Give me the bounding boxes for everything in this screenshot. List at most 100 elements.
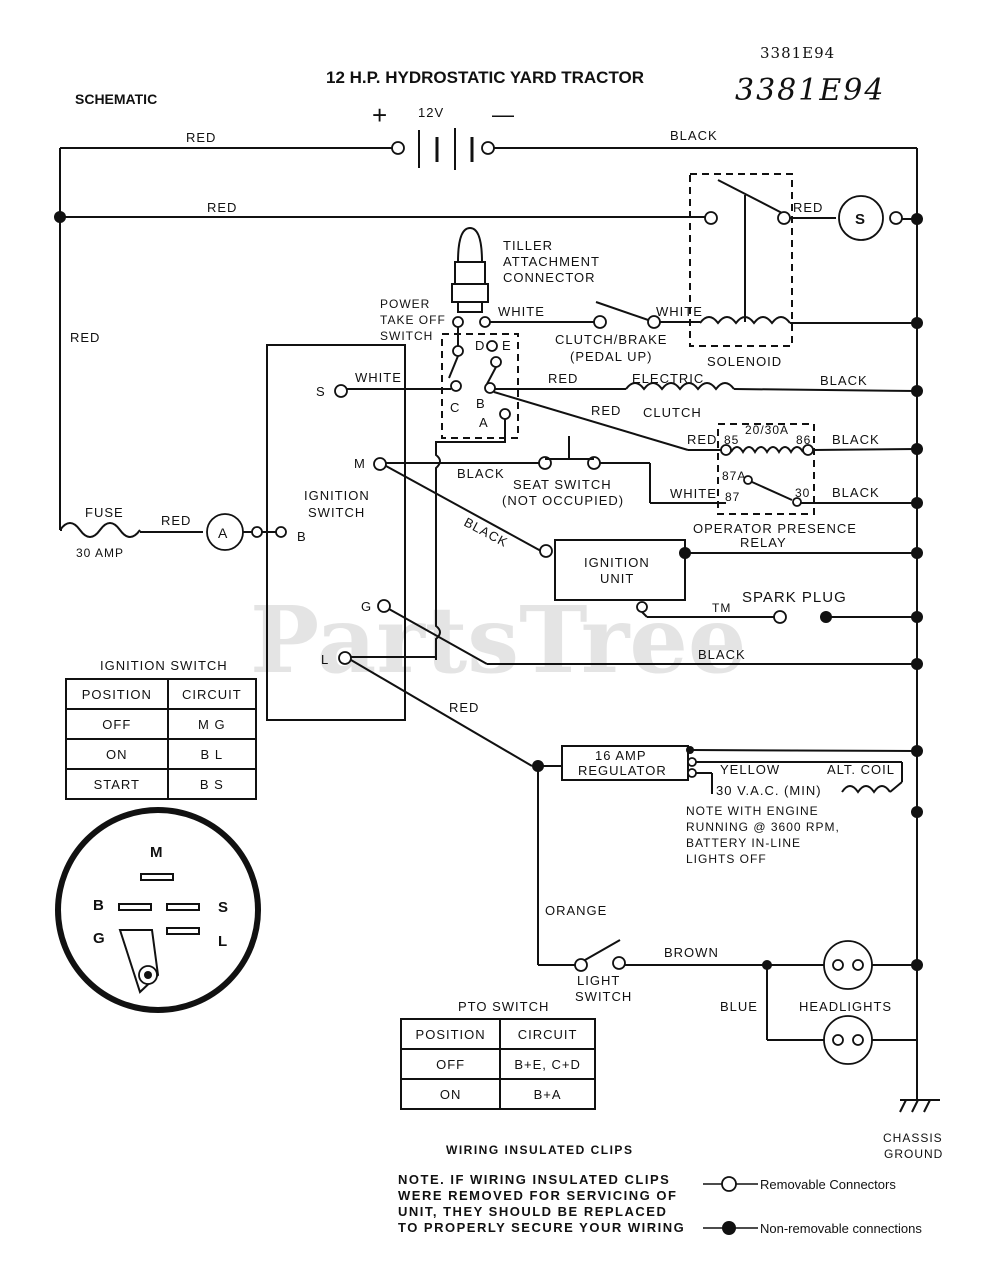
svg-text:RED: RED <box>548 371 578 386</box>
svg-text:SWITCH: SWITCH <box>308 505 365 520</box>
svg-text:OPERATOR PRESENCE: OPERATOR PRESENCE <box>693 521 857 536</box>
svg-text:SWITCH: SWITCH <box>380 329 433 343</box>
solenoid: SOLENOID <box>689 173 793 369</box>
clips-heading: WIRING INSULATED CLIPS <box>446 1143 634 1157</box>
battery: + — 12V <box>372 100 514 170</box>
watermark-tm: TM <box>712 601 731 615</box>
seat-switch: SEAT SWITCH (NOT OCCUPIED) <box>502 436 623 508</box>
svg-text:SOLENOID: SOLENOID <box>707 354 782 369</box>
svg-text:RED: RED <box>793 200 823 215</box>
tiller-attachment-connector: TILLER ATTACHMENT CONNECTOR <box>451 226 600 313</box>
table-header: CIRCUIT <box>166 678 258 710</box>
svg-text:ATTACHMENT: ATTACHMENT <box>503 254 600 269</box>
svg-text:SPARK PLUG: SPARK PLUG <box>742 589 847 606</box>
svg-text:30 AMP: 30 AMP <box>76 546 124 560</box>
svg-text:RED: RED <box>591 403 621 418</box>
svg-text:16 AMP: 16 AMP <box>595 748 647 763</box>
ammeter: A <box>206 513 244 551</box>
svg-text:HEADLIGHTS: HEADLIGHTS <box>799 999 892 1014</box>
table-header: CIRCUIT <box>499 1018 596 1050</box>
voltage-regulator: 16 AMP REGULATOR <box>561 745 689 781</box>
svg-text:87: 87 <box>725 490 740 504</box>
svg-text:BLACK: BLACK <box>832 485 880 500</box>
diagram-code: 3381E94 <box>760 44 835 62</box>
svg-text:B: B <box>297 529 307 544</box>
table-header: POSITION <box>399 1018 502 1050</box>
svg-text:RED: RED <box>449 700 479 715</box>
svg-text:S: S <box>218 899 228 916</box>
svg-text:WHITE: WHITE <box>670 486 717 501</box>
svg-text:RED: RED <box>186 130 216 145</box>
svg-text:LIGHT: LIGHT <box>577 973 620 988</box>
svg-text:WHITE: WHITE <box>656 304 703 319</box>
svg-text:RED: RED <box>161 513 191 528</box>
svg-text:BLACK: BLACK <box>698 647 746 662</box>
diagram-title: 12 H.P. HYDROSTATIC YARD TRACTOR <box>326 68 644 87</box>
chassis-ground-symbol: CHASSIS GROUND <box>883 1099 943 1161</box>
svg-text:A: A <box>218 525 228 541</box>
svg-text:30: 30 <box>795 486 810 500</box>
svg-text:LIGHTS OFF: LIGHTS OFF <box>686 852 767 866</box>
svg-text:A: A <box>479 415 489 430</box>
partstree-watermark: PartsTree <box>250 586 746 694</box>
svg-text:WHITE: WHITE <box>355 370 402 385</box>
svg-text:86: 86 <box>796 433 811 447</box>
svg-text:REGULATOR: REGULATOR <box>578 763 667 778</box>
svg-text:BROWN: BROWN <box>664 945 719 960</box>
svg-text:C: C <box>450 400 460 415</box>
legend-removable-symbol <box>703 1176 758 1192</box>
svg-text:L: L <box>218 933 227 950</box>
svg-text:RUNNING @ 3600 RPM,: RUNNING @ 3600 RPM, <box>686 820 840 834</box>
svg-text:GROUND: GROUND <box>884 1147 943 1161</box>
svg-text:RED: RED <box>687 432 717 447</box>
svg-text:BLACK: BLACK <box>832 432 880 447</box>
svg-text:RED: RED <box>70 330 100 345</box>
legend-nonremovable-symbol <box>703 1221 758 1235</box>
svg-text:B: B <box>476 396 486 411</box>
svg-text:CLUTCH: CLUTCH <box>643 405 702 420</box>
svg-text:TILLER: TILLER <box>503 238 553 253</box>
svg-text:ALT. COIL: ALT. COIL <box>827 762 895 777</box>
svg-text:CLUTCH/BRAKE: CLUTCH/BRAKE <box>555 332 667 347</box>
svg-text:BATTERY IN-LINE: BATTERY IN-LINE <box>686 836 801 850</box>
svg-text:M: M <box>150 844 163 861</box>
svg-text:+: + <box>372 100 387 130</box>
ignition-table-caption: IGNITION SWITCH <box>100 658 228 673</box>
svg-text:SEAT SWITCH: SEAT SWITCH <box>513 477 612 492</box>
clips-note: NOTE. IF WIRING INSULATED CLIPS WERE REM… <box>398 1172 686 1235</box>
svg-text:UNIT: UNIT <box>600 571 634 586</box>
ignition-key-face: M B S G L <box>55 807 261 1013</box>
svg-text:(PEDAL UP): (PEDAL UP) <box>570 349 652 364</box>
svg-text:RELAY: RELAY <box>740 535 787 550</box>
svg-text:RED: RED <box>207 200 237 215</box>
svg-text:BLACK: BLACK <box>820 373 868 388</box>
svg-text:G: G <box>93 930 105 947</box>
svg-text:SWITCH: SWITCH <box>575 989 632 1004</box>
svg-text:E: E <box>502 338 512 353</box>
svg-text:BLACK: BLACK <box>670 128 718 143</box>
svg-text:ELECTRIC: ELECTRIC <box>632 371 704 386</box>
table-header: POSITION <box>65 678 169 710</box>
svg-text:30 V.A.C. (MIN): 30 V.A.C. (MIN) <box>716 783 822 798</box>
svg-text:S: S <box>855 211 865 228</box>
svg-text:YELLOW: YELLOW <box>720 762 780 777</box>
svg-text:L: L <box>321 652 329 667</box>
svg-text:—: — <box>492 102 514 127</box>
svg-text:BLACK: BLACK <box>462 514 511 550</box>
svg-text:POWER: POWER <box>380 297 430 311</box>
svg-text:BLACK: BLACK <box>457 466 505 481</box>
starter-motor: S <box>838 195 884 241</box>
svg-text:FUSE: FUSE <box>85 505 124 520</box>
light-switch: LIGHT SWITCH <box>574 939 632 1004</box>
legend-nonremovable-label: Non-removable connections <box>760 1221 922 1236</box>
svg-text:D: D <box>475 338 485 353</box>
